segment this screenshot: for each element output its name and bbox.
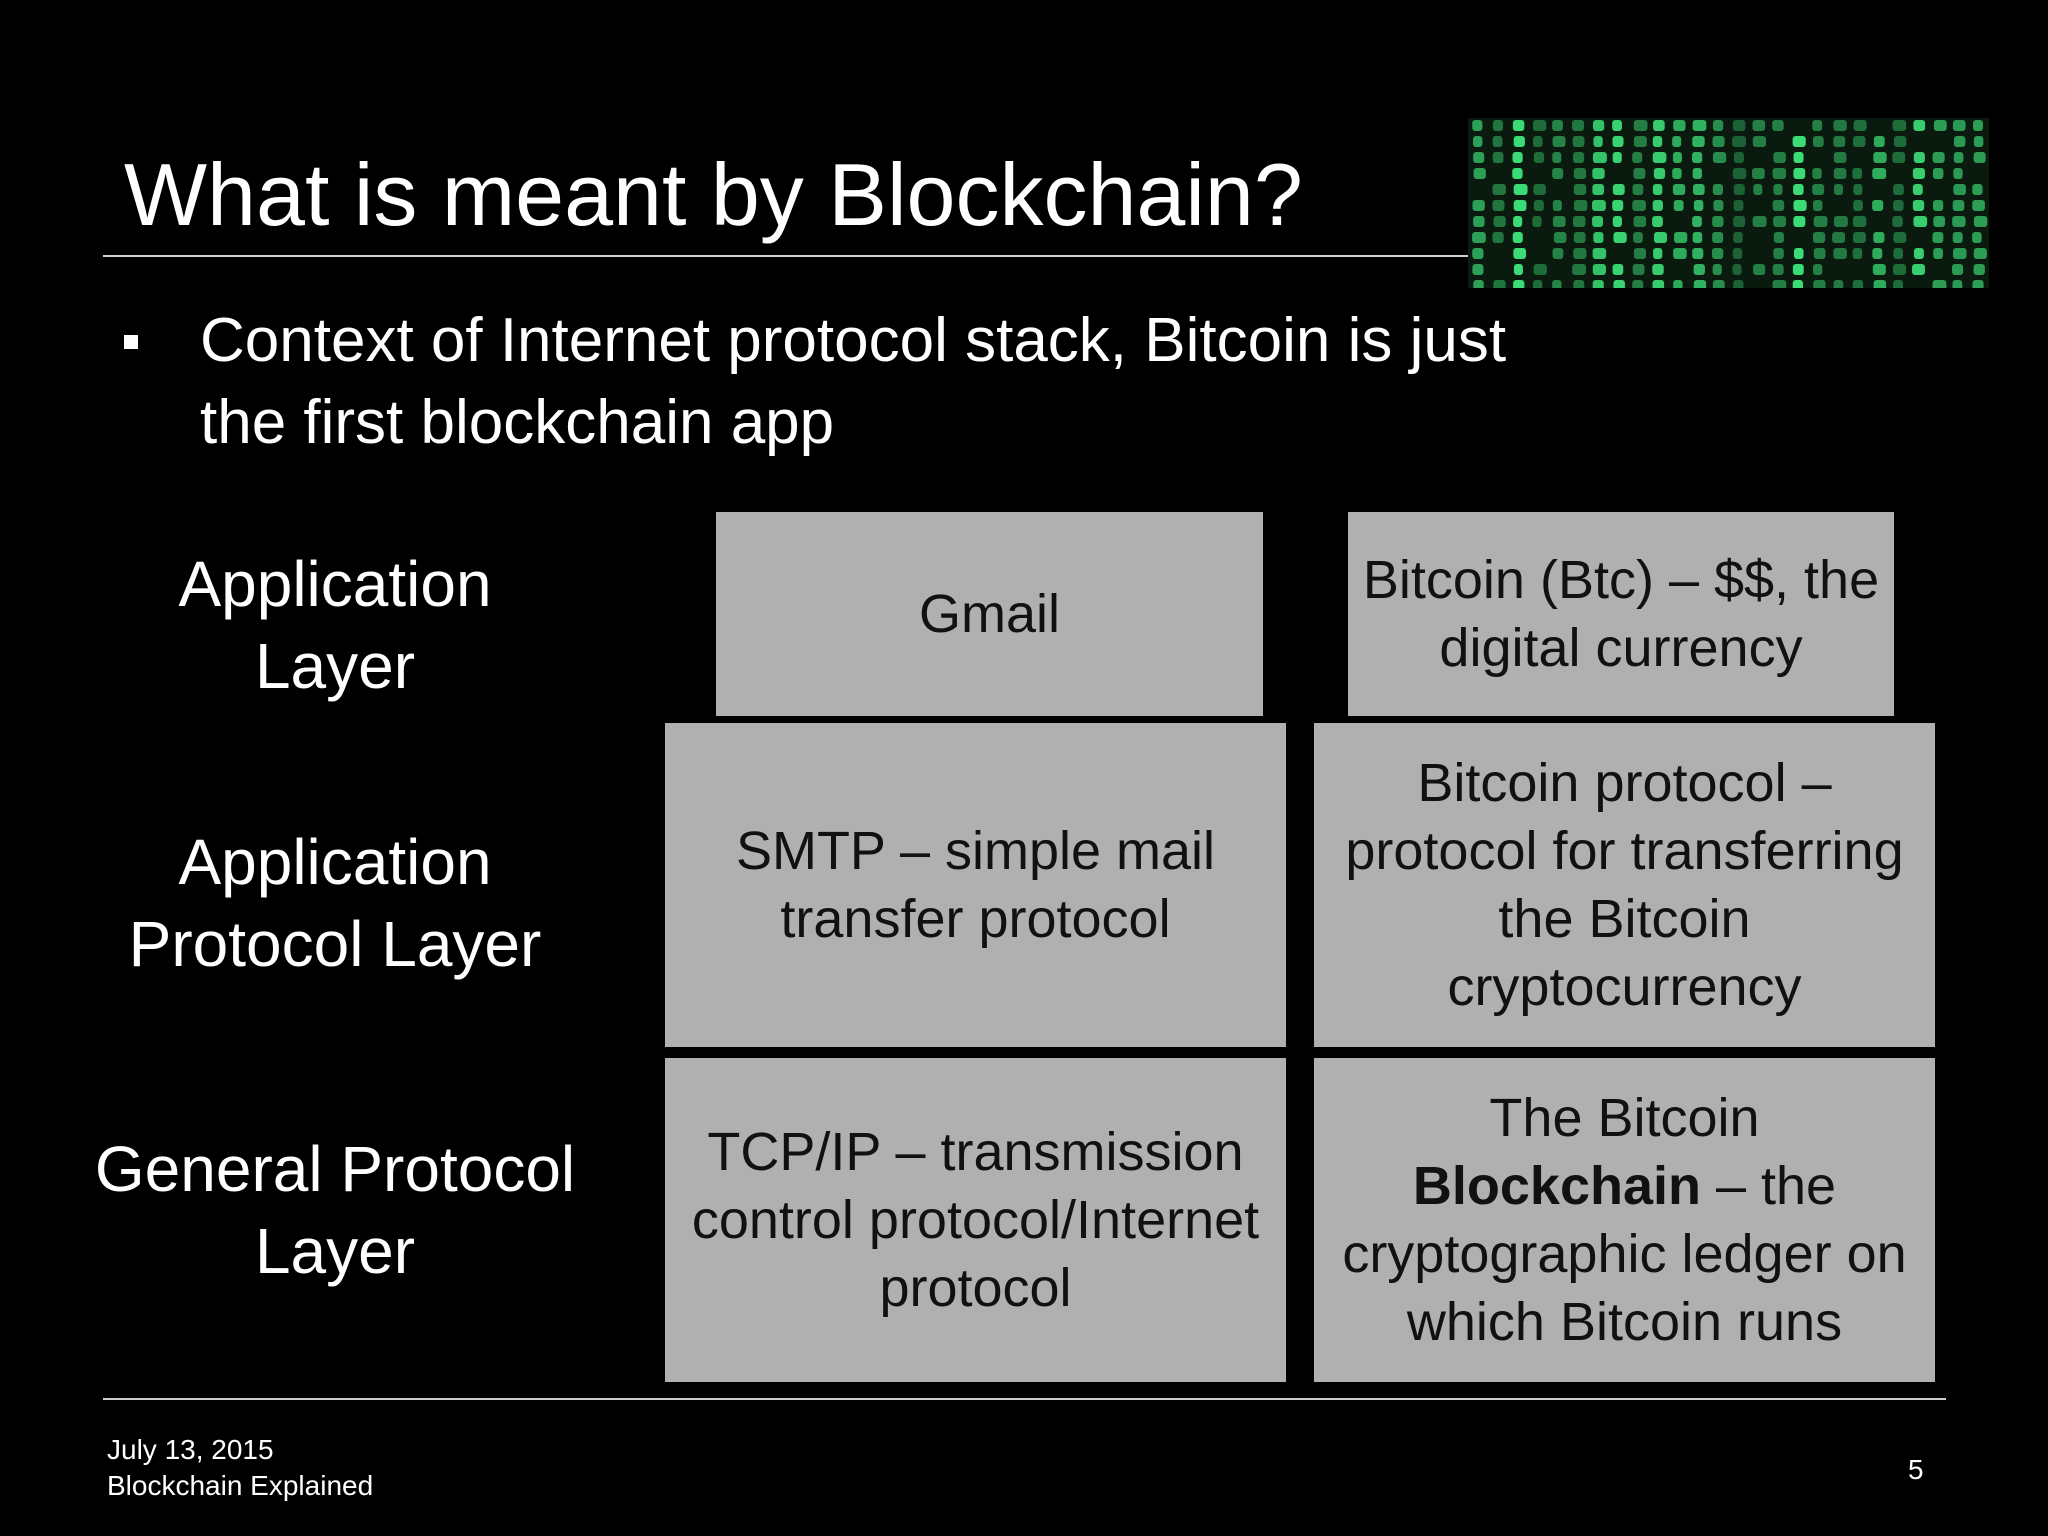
cell-tcpip-text: TCP/IP – transmission control protocol/I…: [691, 1122, 1260, 1318]
footer-divider: [103, 1398, 1946, 1400]
page-number: 5: [1908, 1454, 1924, 1485]
label-general-protocol-layer: General Protocol Layer: [90, 1125, 580, 1295]
cell-smtp: SMTP – simple mail transfer protocol: [665, 723, 1286, 1047]
cell-blockchain-pre: The Bitcoin: [1489, 1088, 1760, 1148]
matrix-code-image: [1468, 118, 1989, 288]
slide-title: What is meant by Blockchain?: [124, 145, 1303, 244]
label-application-protocol-layer: Application Protocol Layer: [90, 818, 580, 988]
footer-subtitle: Blockchain Explained: [107, 1470, 374, 1501]
label-application-layer-text: Application Layer: [178, 548, 492, 702]
bullet-text: Context of Internet protocol stack, Bitc…: [200, 306, 1507, 457]
cell-bitcoin-protocol: Bitcoin protocol – protocol for transfer…: [1314, 723, 1935, 1047]
cell-blockchain-bold: Blockchain: [1412, 1156, 1701, 1216]
label-application-layer: Application Layer: [90, 540, 580, 710]
label-general-protocol-layer-text: General Protocol Layer: [94, 1133, 576, 1287]
cell-tcpip: TCP/IP – transmission control protocol/I…: [665, 1058, 1286, 1382]
cell-gmail: Gmail: [716, 512, 1263, 716]
label-application-protocol-layer-text: Application Protocol Layer: [128, 826, 542, 980]
cell-smtp-text: SMTP – simple mail transfer protocol: [735, 821, 1216, 949]
footer-date: July 13, 2015: [107, 1434, 274, 1465]
cell-gmail-text: Gmail: [918, 584, 1060, 644]
cell-bitcoin-protocol-text: Bitcoin protocol – protocol for transfer…: [1345, 753, 1904, 1017]
cell-bitcoin-app: Bitcoin (Btc) – $$, the digital currency: [1348, 512, 1894, 716]
bullet-marker: [124, 335, 138, 349]
title-divider: [103, 255, 1468, 257]
cell-blockchain-post: – the cryptographic ledger on which Bitc…: [1342, 1156, 1907, 1352]
cell-bitcoin-app-text: Bitcoin (Btc) – $$, the digital currency: [1362, 550, 1880, 678]
